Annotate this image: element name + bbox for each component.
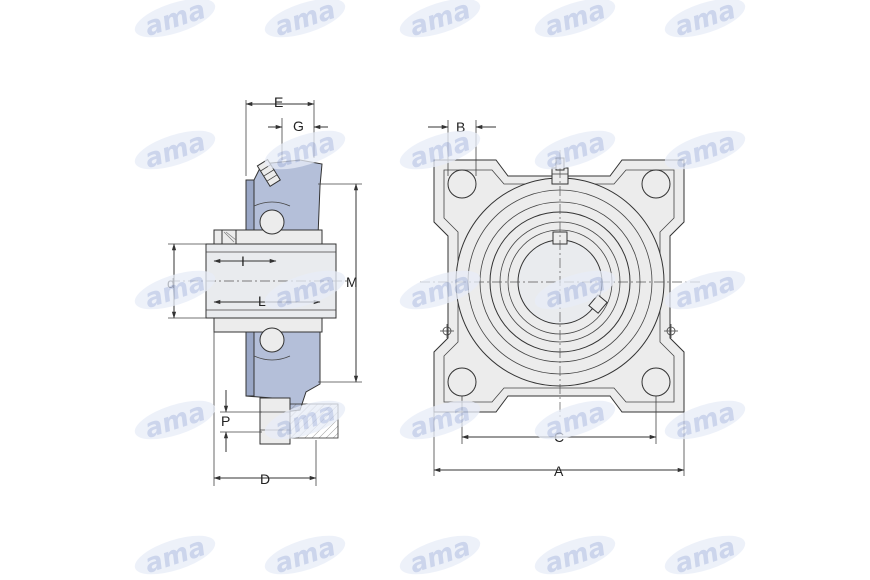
watermark-logo: ama: [664, 0, 746, 43]
watermark-text: ama: [671, 532, 739, 580]
watermark-logo: ama: [134, 0, 216, 43]
label-B: B: [456, 119, 465, 135]
label-A: A: [554, 463, 564, 479]
watermark-text: ama: [141, 267, 209, 315]
watermark-logo: ama: [134, 397, 216, 445]
label-D: D: [260, 471, 270, 487]
ball-upper: [259, 209, 285, 235]
watermark-text: ama: [141, 127, 209, 175]
bolt-hole-bottom-right: [641, 367, 671, 397]
label-P: P: [221, 413, 230, 429]
watermark-logo: ama: [534, 127, 616, 175]
watermark-layer: ama ama ama ama ama ama ama ama ama ama ama ama ama a…: [134, 0, 746, 580]
watermark-logo: ama: [264, 532, 346, 580]
watermark-logo: ama: [664, 267, 746, 315]
watermark-text: ama: [541, 127, 609, 175]
watermark-logo: ama: [399, 532, 481, 580]
watermark-logo: ama: [534, 0, 616, 43]
watermark-logo: ama: [134, 127, 216, 175]
set-screw-side: [588, 294, 608, 314]
label-L: L: [258, 293, 266, 309]
watermark-text: ama: [141, 0, 209, 43]
label-I: I: [241, 253, 245, 269]
watermark-logo: ama: [534, 532, 616, 580]
bolt-hole-top-right: [641, 169, 671, 199]
ball-lower: [259, 327, 285, 353]
watermark-text: ama: [541, 397, 609, 445]
watermark-text: ama: [271, 0, 339, 43]
bolt-hole-top-left: [447, 169, 477, 199]
watermark-logo: ama: [664, 532, 746, 580]
label-G: G: [293, 118, 304, 134]
watermark-text: ama: [406, 397, 474, 445]
watermark-text: ama: [271, 532, 339, 580]
crosses: [440, 324, 678, 338]
watermark-logo: ama: [264, 0, 346, 43]
watermark-logo: ama: [399, 0, 481, 43]
bolt-hole-bottom-left: [447, 367, 477, 397]
flange-upper: [245, 179, 255, 237]
watermark-text: ama: [406, 0, 474, 43]
watermark-logo: ama: [534, 397, 616, 445]
watermark-text: ama: [141, 397, 209, 445]
watermark-text: ama: [671, 267, 739, 315]
flange-lower: [245, 327, 255, 397]
label-E: E: [274, 94, 283, 110]
watermark-text: ama: [671, 127, 739, 175]
watermark-text: ama: [141, 532, 209, 580]
watermark-text: ama: [671, 0, 739, 43]
watermark-text: ama: [541, 532, 609, 580]
watermark-text: ama: [406, 532, 474, 580]
watermark-logo: ama: [134, 532, 216, 580]
watermark-text: ama: [541, 0, 609, 43]
label-M: M: [346, 274, 358, 290]
